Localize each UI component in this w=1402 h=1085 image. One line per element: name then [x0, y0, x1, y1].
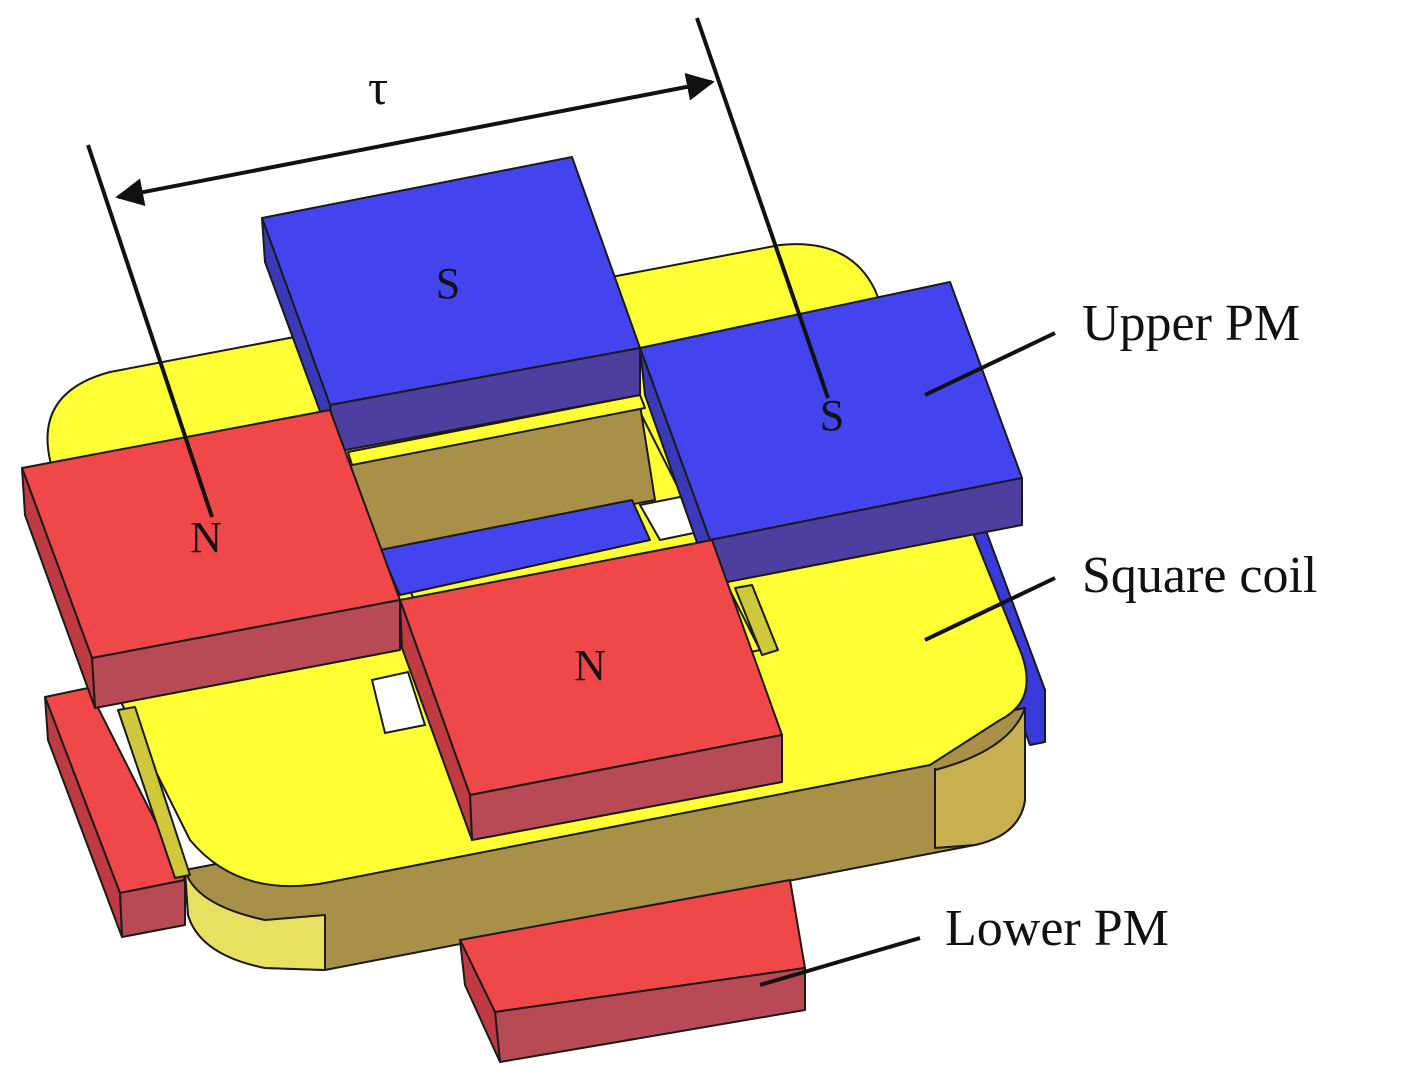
square-coil-label: Square coil — [1082, 547, 1317, 604]
square-coil-leader — [924, 576, 1056, 642]
lower-pm-left-side — [44, 696, 123, 938]
upper-pm-leader — [924, 331, 1056, 397]
pole-pitch-extension-left — [86, 144, 214, 518]
pole-label-n-left: N — [190, 513, 222, 562]
upper-pm-left-side — [21, 467, 96, 709]
upper-pm-back: S — [261, 156, 641, 453]
pole-label-n-front: N — [574, 641, 606, 690]
coil-inner-strip-left — [117, 706, 191, 879]
upper-pm-left: N — [21, 409, 401, 709]
coil-inner-strip-right — [734, 584, 779, 656]
coil-side-front-right-corner — [934, 707, 1026, 849]
lower-pm-left — [44, 687, 186, 938]
pole-label-s-back: S — [436, 259, 460, 308]
pole-pitch-dimension-arrow — [115, 73, 715, 206]
pole-pitch-label: τ — [368, 59, 388, 115]
lower-pm-leader — [759, 936, 921, 987]
lower-pm-label: Lower PM — [945, 900, 1169, 957]
upper-pm-right: S — [639, 281, 1023, 586]
lower-pm-front — [459, 879, 806, 1063]
pole-label-s-right: S — [820, 391, 844, 440]
coil-window-hole-lower — [370, 670, 427, 735]
pole-pitch-extension-right — [695, 17, 830, 399]
lower-pm-front-side — [459, 939, 501, 1063]
upper-pm-front-side — [399, 599, 473, 841]
upper-pm-front: N — [399, 539, 783, 841]
upper-pm-label: Upper PM — [1082, 295, 1300, 352]
